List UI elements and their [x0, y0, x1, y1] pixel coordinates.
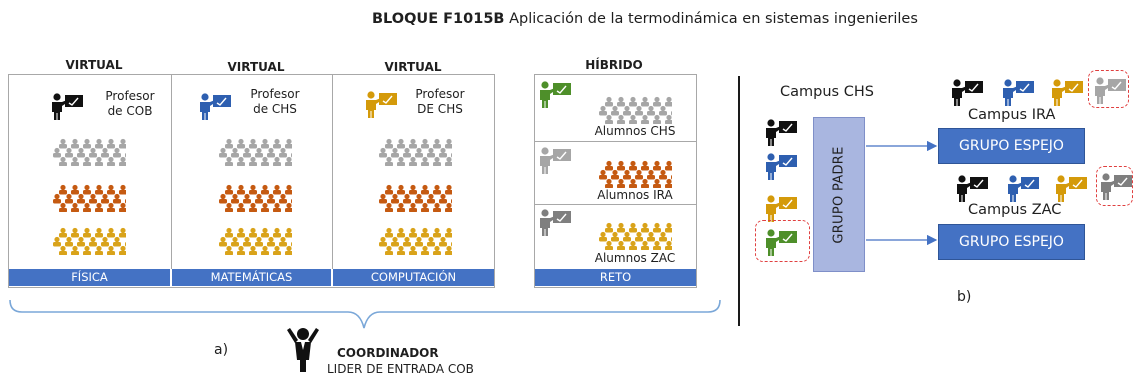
teacher-icon: [1003, 79, 1034, 106]
students-label-chs: Alumnos CHS: [594, 124, 676, 138]
coordinator-subtitle: LIDER DE ENTRADA COB: [327, 362, 474, 376]
column-divider: [332, 75, 333, 269]
teacher-icon: [957, 175, 988, 202]
column-mode-reto: HÍBRIDO: [585, 58, 643, 72]
label-a: a): [214, 342, 229, 358]
students-group-icon: [599, 96, 672, 124]
column-mode-computacion: VIRTUAL: [384, 60, 442, 74]
students-group-icon: [599, 160, 672, 188]
teacher-icon: [1008, 175, 1039, 202]
students-group-icon: [53, 227, 126, 255]
hybrid-row-divider: [535, 204, 696, 205]
students-group-icon: [219, 184, 292, 212]
grupo-espejo-zac-box: GRUPO ESPEJO: [938, 224, 1085, 260]
highlight-dashed-box: [1088, 70, 1129, 108]
students-label-zac: Alumnos ZAC: [594, 251, 676, 265]
campus-chs-label: Campus CHS: [780, 84, 874, 100]
students-group-icon: [53, 184, 126, 212]
grupo-padre-box: GRUPO PADRE: [813, 117, 865, 272]
students-group-icon: [379, 227, 452, 255]
teacher-icon: [1095, 77, 1126, 104]
campus-zac-label: Campus ZAC: [968, 202, 1062, 218]
teacher-icon: [1101, 173, 1132, 200]
students-label-ira: Alumnos IRA: [597, 188, 673, 202]
students-group-icon: [379, 138, 452, 166]
column-mode-matematicas: VIRTUAL: [227, 60, 285, 74]
coordinator-icon: [287, 328, 319, 372]
students-group-icon: [219, 227, 292, 255]
teacher-icon: [766, 195, 797, 222]
column-mode-fisica: VIRTUAL: [65, 58, 123, 72]
campus-ira-label: Campus IRA: [968, 107, 1056, 123]
teacher-icon: [766, 119, 797, 146]
students-group-icon: [599, 222, 672, 250]
grupo-espejo-ira-box: GRUPO ESPEJO: [938, 128, 1085, 164]
hybrid-row-divider: [535, 141, 696, 142]
teacher-icon: [1056, 175, 1087, 202]
teacher-icon: [766, 153, 797, 180]
subject-fisica: FÍSICA: [9, 269, 170, 286]
teacher-icon: [52, 93, 83, 120]
highlight-dashed-box: [755, 220, 810, 262]
curly-brace: [9, 299, 721, 329]
teacher-icon: [952, 79, 983, 106]
teacher-icon: [540, 209, 571, 236]
teacher-icon: [200, 93, 231, 120]
section-divider: [738, 76, 740, 326]
subject-matematicas: MATEMÁTICAS: [172, 269, 331, 286]
students-group-icon: [53, 138, 126, 166]
teacher-icon: [540, 147, 571, 174]
teacher-icon: [366, 91, 397, 118]
column-divider: [171, 75, 172, 269]
subject-computacion: COMPUTACIÓN: [333, 269, 494, 286]
students-group-icon: [379, 184, 452, 212]
coordinator-title: COORDINADOR: [337, 346, 439, 360]
students-group-icon: [219, 138, 292, 166]
teacher-icon: [1052, 79, 1083, 106]
label-b: b): [957, 289, 972, 305]
page-title: BLOQUE F1015B Aplicación de la termodiná…: [372, 11, 918, 27]
teacher-icon: [540, 81, 571, 108]
subject-reto: RETO: [535, 269, 696, 286]
teacher-icon: [766, 229, 797, 256]
highlight-dashed-box: [1096, 166, 1133, 206]
